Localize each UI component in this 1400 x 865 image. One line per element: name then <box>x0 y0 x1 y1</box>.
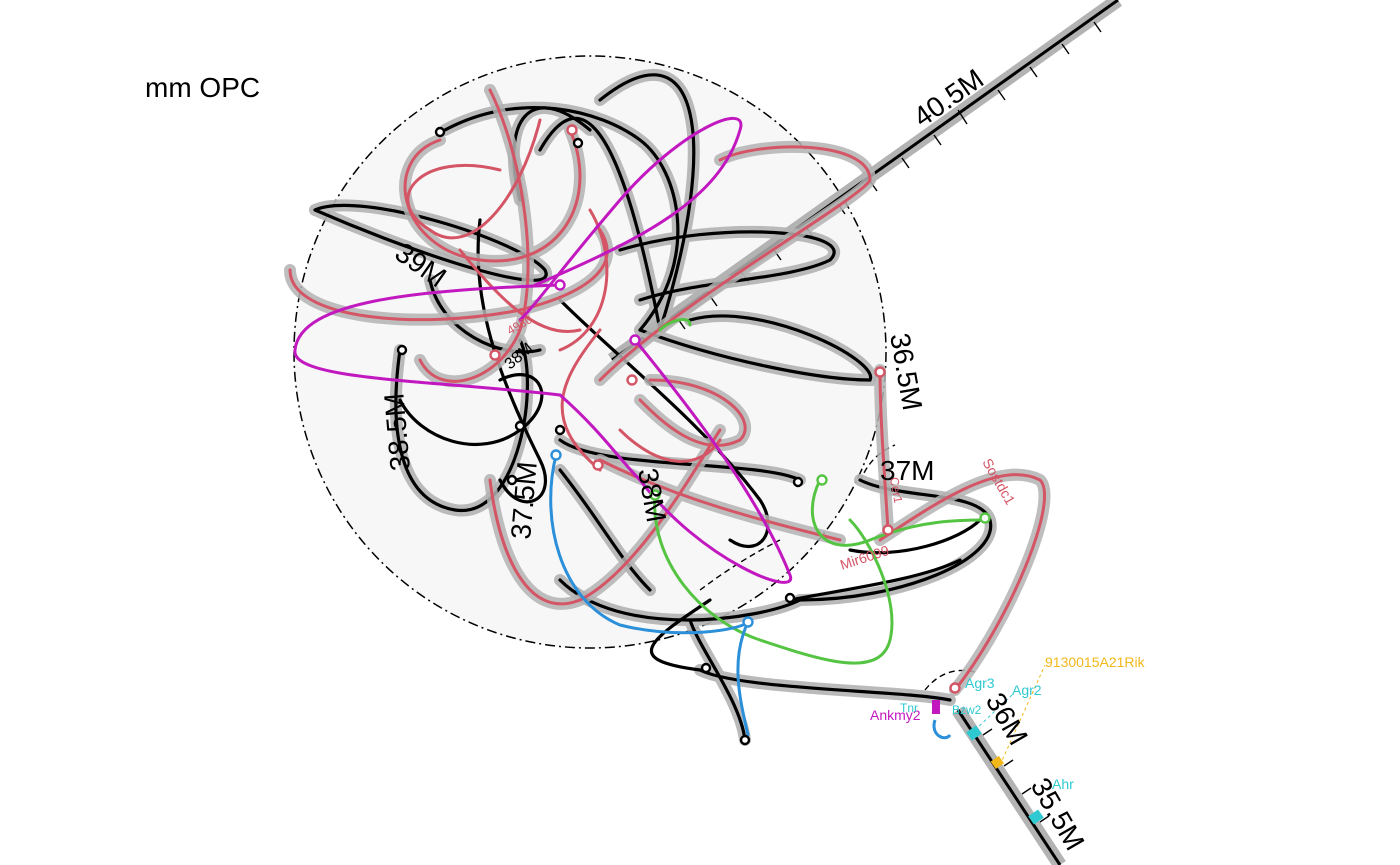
local-arc-2 <box>699 539 781 591</box>
magenta-loops <box>293 116 793 584</box>
gene-leaders <box>974 664 1046 766</box>
gene-ankmy2: Ankmy2 <box>870 707 921 723</box>
green-loops <box>653 318 987 665</box>
gene-tnr: Tnr <box>900 701 918 715</box>
gene-9130015a21rik: 9130015A21Rik <box>1045 654 1146 670</box>
loop-anchors <box>396 126 804 746</box>
plot-title: mm OPC <box>145 72 260 103</box>
color-anchors <box>550 279 991 628</box>
tick-38-5m: 38.5M <box>378 392 416 472</box>
red-loops <box>288 88 1046 692</box>
blue-loops <box>549 453 750 737</box>
red-anchors <box>489 124 961 694</box>
gene-cer1: Cer1 <box>887 476 905 504</box>
tick-37m: 37M <box>880 455 934 486</box>
gene-bzw2: Bzw2 <box>952 703 982 717</box>
gene-markers <box>932 700 1044 825</box>
gene-agr2: Agr2 <box>1012 682 1042 698</box>
gene-agr3: Agr3 <box>965 675 995 691</box>
tick-36-5m: 36.5M <box>884 331 928 413</box>
gene-ahr: Ahr <box>1052 776 1074 792</box>
black-loops <box>313 73 993 742</box>
tick-37-5m: 37.5M <box>505 460 543 540</box>
